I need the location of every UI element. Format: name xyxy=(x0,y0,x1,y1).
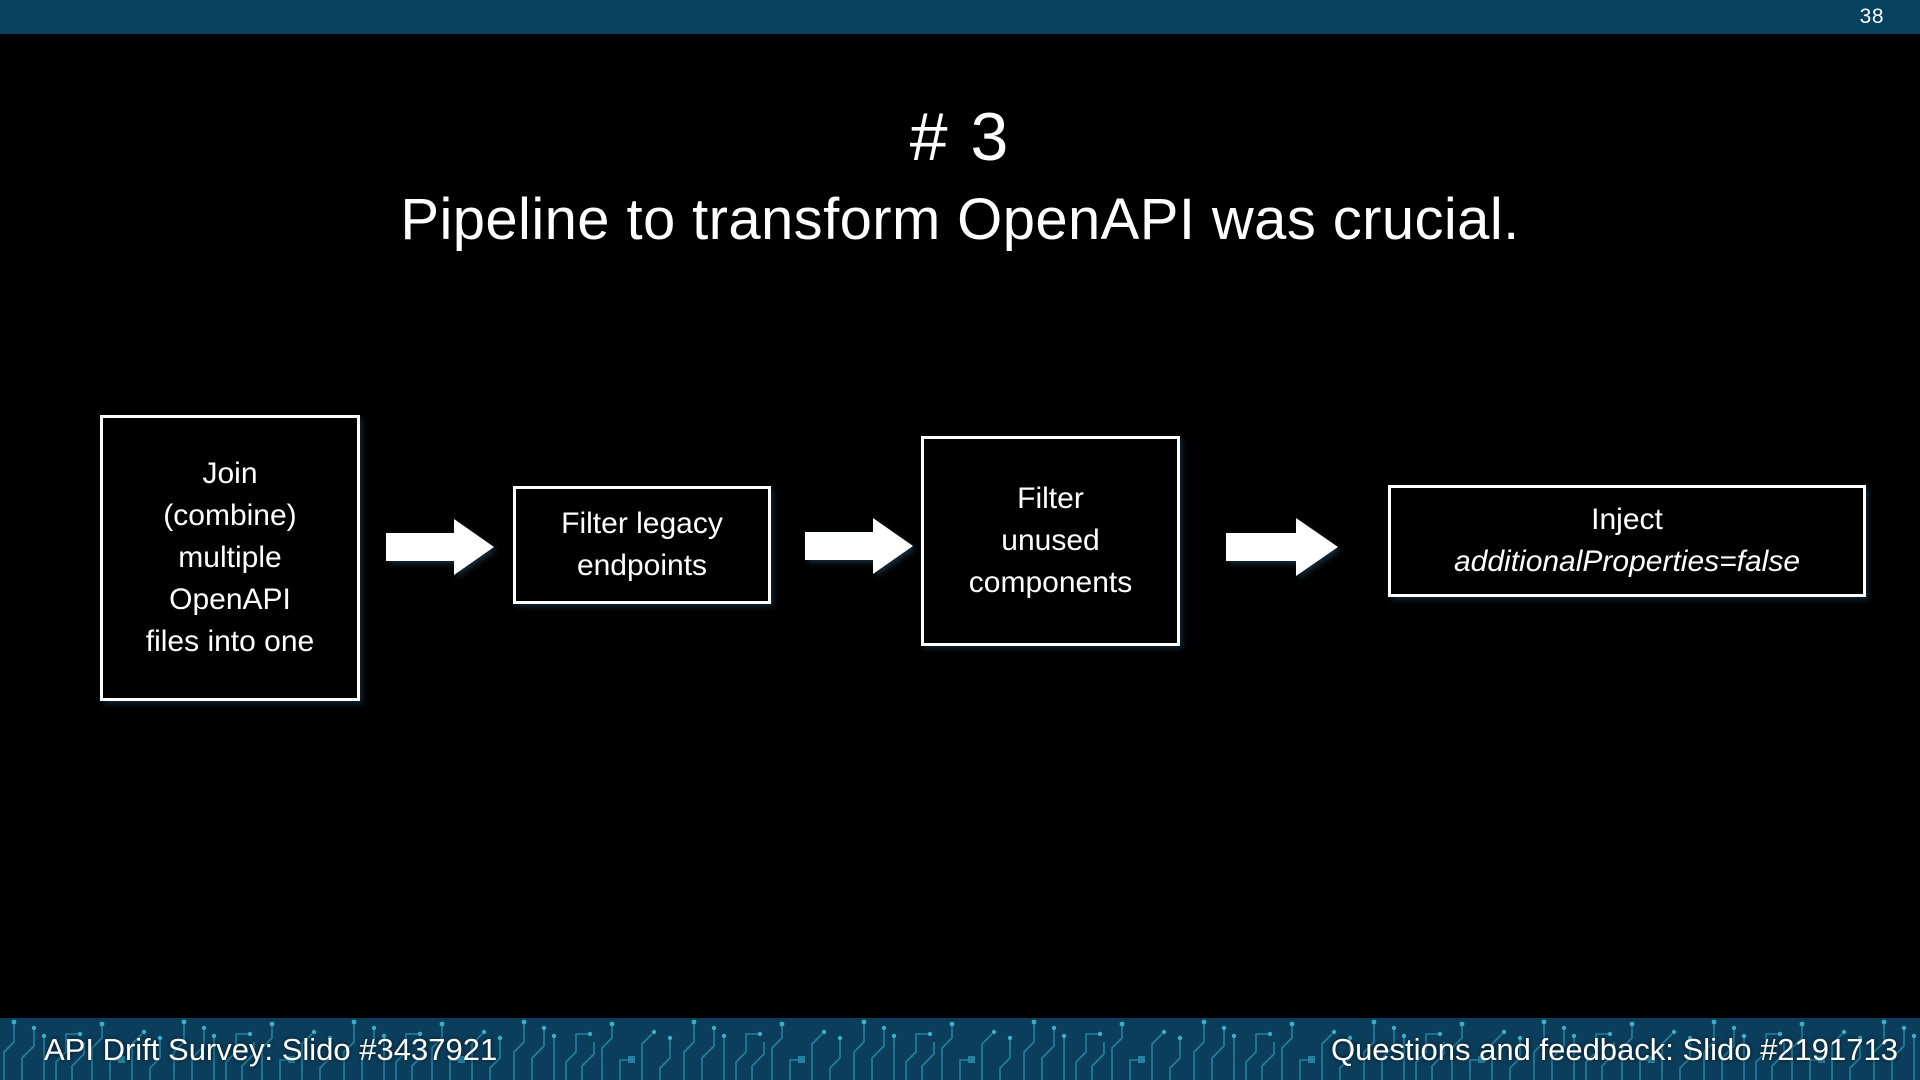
page-subtitle: Pipeline to transform OpenAPI was crucia… xyxy=(400,187,1520,252)
flow-node-filter-unused-components-label: Filter unused components xyxy=(968,482,1133,599)
flow-node-filter-unused-components: Filter unused components xyxy=(921,436,1180,646)
flow-node-filter-legacy-endpoints-label: Filter legacy endpoints xyxy=(561,507,723,582)
page-number: 38 xyxy=(1859,5,1884,28)
flow-node-filter-legacy-endpoints: Filter legacy endpoints xyxy=(513,486,771,604)
flow-node-inject-additional-properties: Inject additionalProperties=false xyxy=(1388,485,1866,597)
top-bar: 38 xyxy=(0,0,1920,34)
footer-left-text: API Drift Survey: Slido #3437921 xyxy=(44,1032,498,1067)
title-block: # 3 Pipeline to transform OpenAPI was cr… xyxy=(0,96,1920,258)
flow-node-inject-label-line1: Inject xyxy=(1591,503,1663,536)
flow-node-inject-label-line2: additionalProperties=false xyxy=(1453,545,1801,578)
page-title: # 3 xyxy=(909,99,1011,175)
flow-node-join: Join (combine) multiple OpenAPI files in… xyxy=(100,415,360,701)
footer-right-text: Questions and feedback: Slido #2191713 xyxy=(1330,1032,1898,1067)
right-arrow-icon xyxy=(805,518,913,574)
circuit-pattern-decoration xyxy=(0,1018,1920,1080)
flow-node-join-label: Join (combine) multiple OpenAPI files in… xyxy=(145,457,315,658)
right-arrow-icon xyxy=(386,519,494,575)
footer-bar: API Drift Survey: Slido #3437921 Questio… xyxy=(0,1018,1920,1080)
right-arrow-icon xyxy=(1226,518,1338,576)
flow-node-inject-label: Inject additionalProperties=false xyxy=(1454,499,1800,583)
